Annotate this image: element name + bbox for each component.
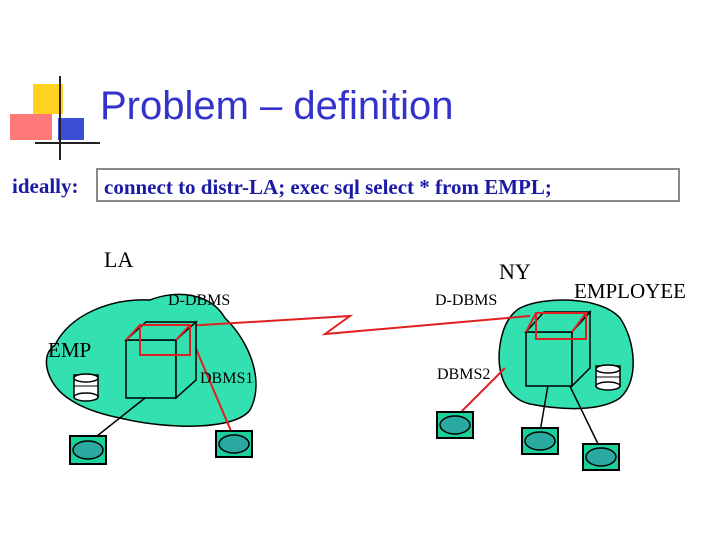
ideally-label: ideally: xyxy=(12,174,79,198)
table-label-la: EMP xyxy=(48,338,92,362)
ddbms-label-ny: D-DBMS xyxy=(435,292,498,309)
workstation-icon xyxy=(69,435,107,465)
workstation-icon xyxy=(215,430,253,458)
dbms-label-la: DBMS1 xyxy=(200,370,254,387)
ny-link-dbms2 xyxy=(454,367,506,419)
site-label-ny: NY xyxy=(499,259,531,284)
corner-logo xyxy=(10,76,100,160)
ddbms-label-la: D-DBMS xyxy=(168,292,231,309)
ny-link-ws3 xyxy=(539,384,549,433)
site-label-la: LA xyxy=(104,247,134,272)
la-server-icon xyxy=(124,320,198,400)
ny-link-ws4 xyxy=(564,375,601,449)
slide-title: Problem – definition xyxy=(100,84,454,128)
la-link-ws2 xyxy=(91,397,146,441)
la-database-icon xyxy=(73,373,99,402)
wan-link xyxy=(184,314,531,336)
dbms-label-ny: DBMS2 xyxy=(437,366,491,383)
workstation-icon xyxy=(582,443,620,471)
table-label-ny: EMPLOYEE xyxy=(574,279,686,303)
ny-database-icon xyxy=(595,364,621,391)
workstation-icon xyxy=(521,427,559,455)
workstation-icon xyxy=(436,411,474,439)
ny-server-icon xyxy=(524,310,592,388)
command-box: connect to distr-LA; exec sql select * f… xyxy=(96,168,680,202)
